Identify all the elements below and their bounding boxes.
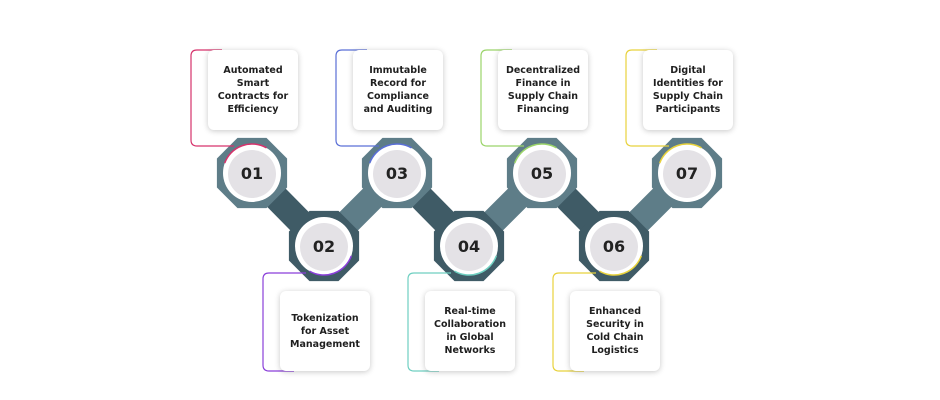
node-accent-arc (309, 255, 353, 276)
step-02-bracket (262, 272, 306, 372)
node-circle (300, 223, 348, 271)
step-03-bracket (335, 49, 379, 147)
step-number: 05 (531, 164, 553, 183)
step-03-card: Immutable Record for Compliance and Audi… (353, 50, 443, 130)
node-accent-arc (658, 143, 702, 164)
node-circle (590, 223, 638, 271)
step-number: 02 (313, 237, 335, 256)
step-number: 07 (676, 164, 698, 183)
step-05-node: 05 (506, 137, 578, 209)
step-number: 03 (386, 164, 408, 183)
step-04-bracket (407, 272, 451, 372)
step-05-card: Decentralized Finance in Supply Chain Fi… (498, 50, 588, 130)
node-accent-arc (599, 255, 643, 276)
step-07-node: 07 (651, 137, 723, 209)
node-circle (228, 150, 276, 198)
step-02-node: 02 (288, 210, 360, 282)
step-number: 04 (458, 237, 480, 256)
step-02-card: Tokenization for Asset Management (280, 291, 370, 371)
step-01-node: 01 (216, 137, 288, 209)
step-06-card: Enhanced Security in Cold Chain Logistic… (570, 291, 660, 371)
node-circle (518, 150, 566, 198)
node-circle (663, 150, 711, 198)
node-accent-arc (223, 143, 267, 164)
step-03-node: 03 (361, 137, 433, 209)
step-06-bracket (552, 272, 596, 372)
node-circle (445, 223, 493, 271)
node-accent-arc (368, 143, 412, 164)
step-04-node: 04 (433, 210, 505, 282)
step-01-bracket (190, 49, 234, 147)
step-07-bracket (625, 49, 669, 147)
step-07-card: Digital Identities for Supply Chain Part… (643, 50, 733, 130)
step-01-card: Automated Smart Contracts for Efficiency (208, 50, 298, 130)
step-06-node: 06 (578, 210, 650, 282)
step-05-bracket (480, 49, 524, 147)
step-number: 01 (241, 164, 263, 183)
node-accent-arc (513, 143, 557, 164)
node-circle (373, 150, 421, 198)
node-accent-arc (454, 255, 498, 276)
step-04-card: Real-time Collaboration in Global Networ… (425, 291, 515, 371)
step-number: 06 (603, 237, 625, 256)
